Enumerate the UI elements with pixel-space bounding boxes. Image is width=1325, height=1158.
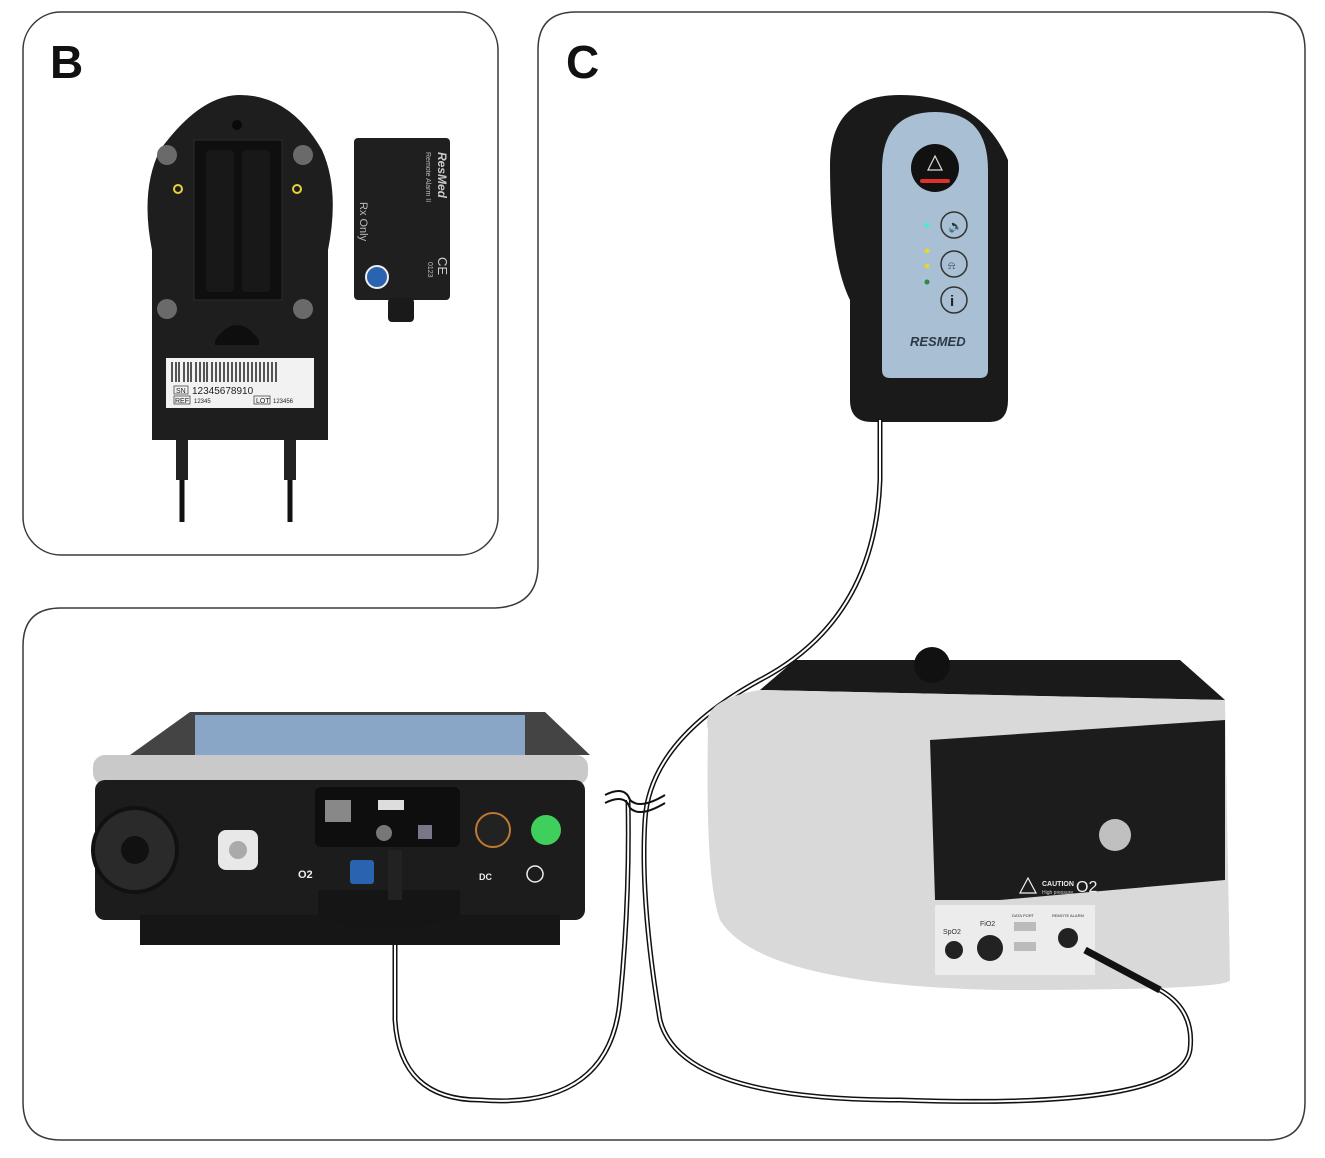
speaker-icon: 🔉 bbox=[948, 219, 963, 233]
screw-hole-icon bbox=[292, 184, 302, 194]
info-button[interactable] bbox=[940, 286, 968, 314]
remote-alarm-back: SN 12345678910 REF 12345 LOT 123456 bbox=[147, 95, 333, 522]
alarm-indicator bbox=[911, 144, 959, 192]
sn-tag: SN bbox=[176, 388, 186, 395]
data-port-label: DATA PORT bbox=[1012, 913, 1035, 918]
power-icon bbox=[526, 865, 544, 883]
panel-c-outline bbox=[22, 11, 1306, 1141]
remote-alarm-port-label: REMOTE ALARM bbox=[1052, 913, 1084, 918]
ce-number: 0123 bbox=[426, 262, 433, 278]
panel-c-label: C bbox=[566, 36, 599, 88]
ventilator-right: CAUTION High pressure O2 SpO2 FiO2 DATA … bbox=[707, 647, 1230, 994]
remote-alarm-front: 🔉 ⍾ i RESMED bbox=[830, 95, 1008, 422]
panel-b-outline bbox=[22, 11, 499, 556]
cable-break-symbol bbox=[604, 790, 666, 805]
instructions-icon bbox=[365, 265, 389, 289]
ref-tag: REF bbox=[175, 398, 189, 405]
caution-sub: High pressure bbox=[1042, 890, 1073, 896]
mute-bell-icon: ⍾ bbox=[948, 260, 955, 272]
panel-b-label: B bbox=[50, 36, 83, 88]
cover-rx: Rx Only bbox=[357, 202, 369, 242]
ce-mark: CE bbox=[435, 257, 450, 275]
battery-cover: ResMed Remote Alarm II Rx Only CE 0123 bbox=[354, 138, 450, 322]
ref-number: 12345 bbox=[194, 399, 211, 405]
alarm-mute-button[interactable] bbox=[940, 250, 968, 278]
volume-button[interactable] bbox=[940, 211, 968, 239]
dc-label: DC bbox=[479, 872, 492, 882]
cover-product: Remote Alarm II bbox=[424, 152, 431, 202]
barcode bbox=[171, 362, 277, 382]
fio2-label: FiO2 bbox=[980, 921, 995, 928]
lot-number: 123456 bbox=[273, 399, 294, 405]
o2-port-label: O2 bbox=[1076, 879, 1097, 896]
remote-brand: RESMED bbox=[910, 334, 966, 349]
caution-label: CAUTION bbox=[1042, 881, 1074, 888]
caution-icon bbox=[1019, 876, 1037, 894]
power-button bbox=[531, 815, 561, 845]
serial-number: 12345678910 bbox=[192, 386, 254, 397]
lot-tag: LOT bbox=[256, 398, 270, 405]
screw-hole-icon bbox=[173, 184, 183, 194]
ventilator-left: O2 DC bbox=[91, 712, 590, 945]
o2-inlet-label: O2 bbox=[298, 869, 313, 881]
spo2-label: SpO2 bbox=[943, 929, 961, 936]
alarm-bell-icon bbox=[927, 154, 943, 171]
info-icon: i bbox=[950, 293, 954, 310]
cover-brand: ResMed bbox=[435, 152, 449, 199]
